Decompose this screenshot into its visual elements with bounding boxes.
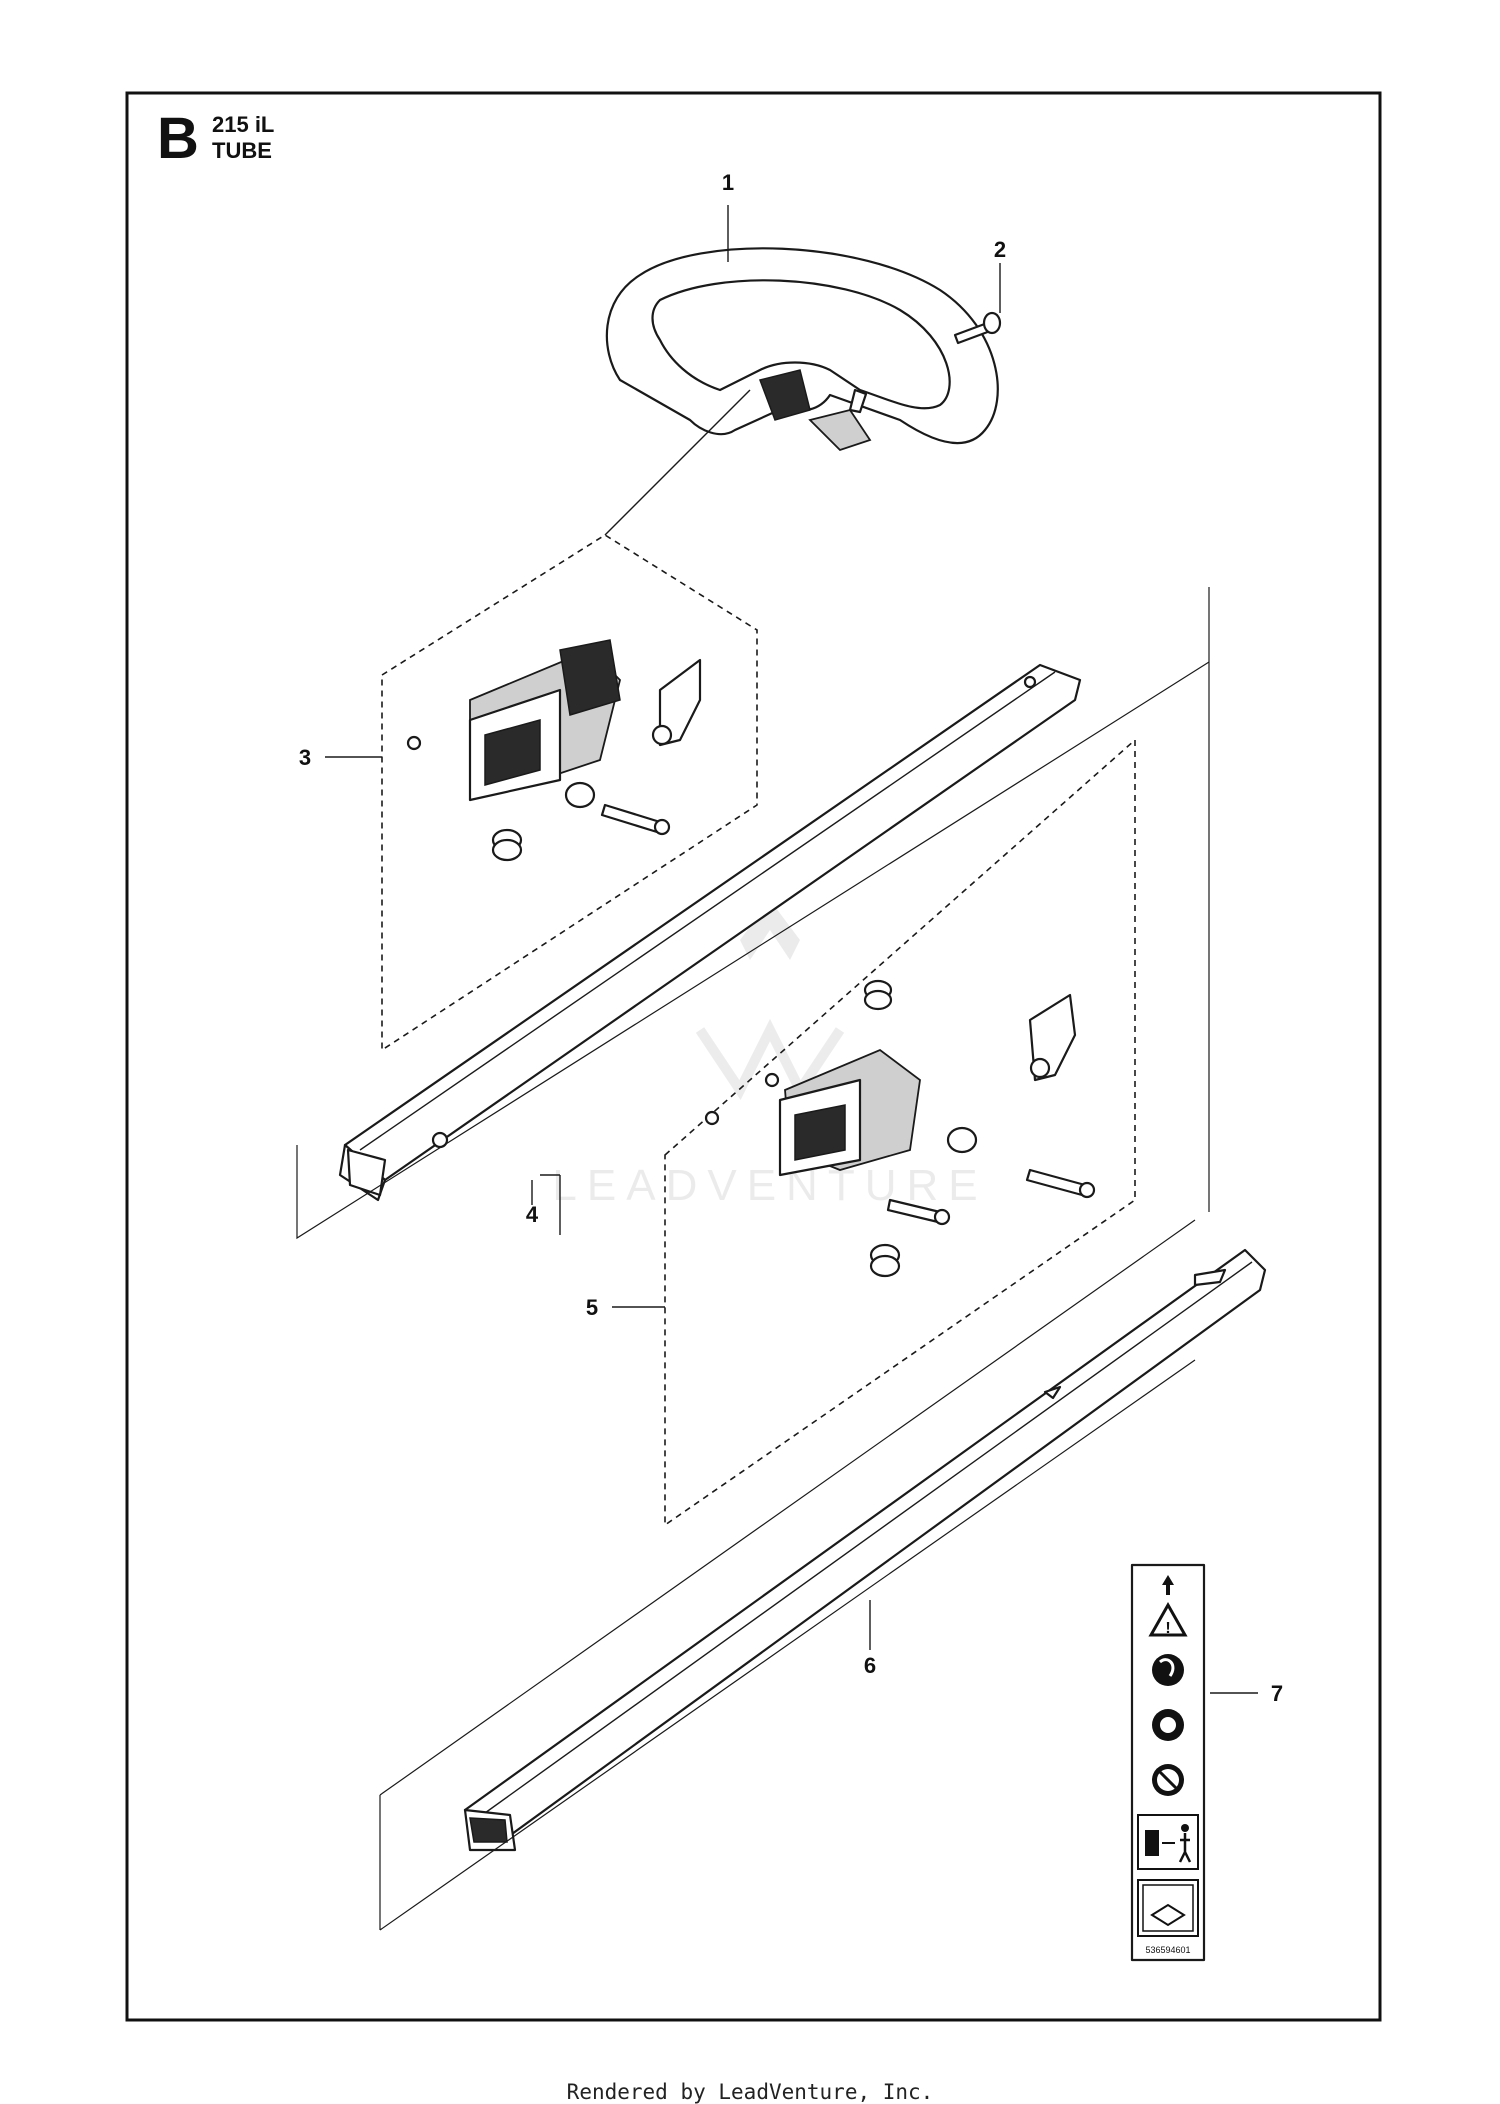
section-letter: B [157,106,199,171]
footer-credit: Rendered by LeadVenture, Inc. [566,2080,934,2104]
decal-part-number: 536594601 [1145,1945,1190,1955]
group-name: TUBE [212,138,272,163]
callout-6: 6 [864,1653,876,1678]
ear-protection-icon [1152,1654,1184,1686]
part-2-screw [953,311,1002,345]
watermark-text: LEADVENTURE [552,1161,987,1210]
part-3-clamp-kit [381,534,758,1052]
read-manual-icon [1137,1879,1199,1937]
helmet-icon [1152,1709,1184,1741]
part-5-clamp-kit [664,738,1136,1527]
watermark: LEADVENTURE [552,900,987,1210]
part-6-lower-tube [379,1219,1267,1931]
arrow-up-icon [1162,1575,1174,1595]
distance-icon [1137,1814,1199,1870]
leader-lines [325,205,1258,1694]
callout-1: 1 [722,170,734,195]
tube-4-box [296,661,1210,1240]
svg-text:!: ! [1165,1620,1170,1637]
callout-4: 4 [526,1202,539,1227]
diagram-border [125,91,1382,2022]
part-7-warning-decal: ! 536594601 [1130,1563,1206,1962]
warning-triangle-icon: ! [1148,1601,1188,1637]
callout-2: 2 [994,237,1006,262]
part-4-upper-tube [338,663,1082,1202]
callout-7: 7 [1271,1681,1283,1706]
callout-3: 3 [299,745,311,770]
no-glove-icon [1152,1764,1184,1796]
callout-5: 5 [586,1295,598,1320]
part-1-front-handle [605,247,999,452]
model-name: 215 iL [212,112,274,137]
